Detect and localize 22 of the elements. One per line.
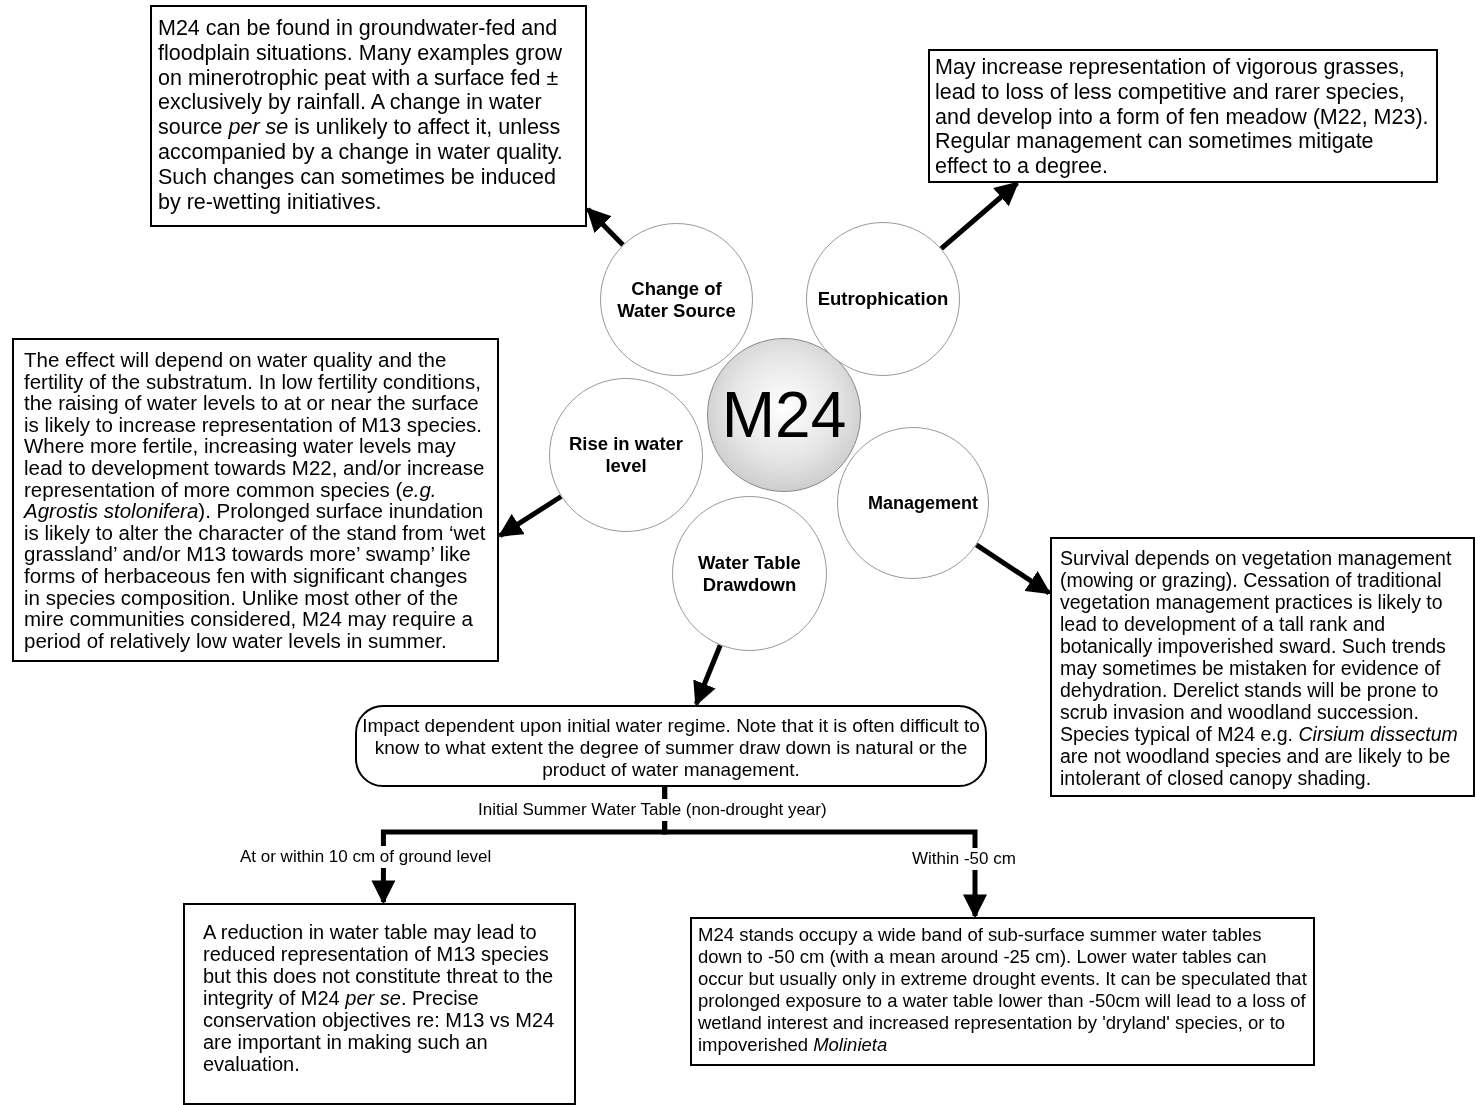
circle-label: Rise in water level	[567, 433, 685, 477]
paragraph: M24 stands occupy a wide band of sub-surface summer water tables down to -50 cm (with a mean around -25 cm). Lower water tables can occur but usually only in extreme drought events. It can be speculated that prolonged exposure to a water table lower than -50cm will lead to a loss of wetland interest and increased representation by 'dryland' species, or to impoverished Molinieta	[698, 924, 1307, 1056]
circle-label: Management	[867, 492, 979, 514]
arrow	[975, 542, 1051, 595]
circle-label: Water Table Drawdown	[697, 551, 802, 596]
arrow	[693, 644, 723, 707]
note-box	[355, 705, 987, 787]
arrow	[586, 207, 625, 247]
arrow	[498, 494, 563, 538]
circle-label: Change of Water Source	[616, 277, 737, 322]
text-box	[150, 5, 587, 227]
paragraph: A reduction in water table may lead to reduced representation of M13 species but this does not constitute threat to the integrity of M24 per se. Precise conservation objectives re: M13 vs M24 are important in making such an evaluation.	[203, 921, 556, 1075]
circle-label: M24	[721, 383, 847, 447]
paragraph: May increase representation of vigorous grasses, lead to loss of less competitive and rarer species, and develop into a form of fen meadow (M22, M23). Regular management can sometimes mitigate effect to a degree.	[935, 55, 1430, 179]
circle-label: Eutrophication	[816, 288, 950, 310]
paragraph: The effect will depend on water quality and the fertility of the substratum. In low fertility conditions, the raising of water levels to at or near the surface is likely to increase representation of M13 species. Where more fertile, increasing water levels may lead to development towards M22, and/or increase representation of more common species (e.g. Agrostis stolonifera). Prolonged surface inundation is likely to alter the character of the stand from ‘wet grassland’ and/or M13 towards more’ swamp’ like forms of herbaceous fen with significant changes in species composition. Unlike most other of the mire communities considered, M24 may require a period of relatively low water levels in summer.	[24, 349, 487, 652]
text-box	[183, 903, 576, 1105]
paragraph: M24 can be found in groundwater-fed and floodplain situations. Many examples grow on minerotrophic peat with a surface fed ± exclusively by rainfall. A change in water source per se is unlikely to affect it, unless accompanied by a change in water quality. Such changes can sometimes be induced by re-wetting initiatives.	[158, 16, 564, 215]
paragraph: Impact dependent upon initial water regime. Note that it is often difficult to know to what extent the degree of summer draw down is natural or the product of water management.	[361, 715, 981, 781]
arrow	[939, 181, 1020, 251]
paragraph: Survival depends on vegetation management (mowing or grazing). Cessation of traditional vegetation management practices is likely to lead to development of a tall rank and botanically impoverished sward. Such trends may sometimes be mistaken for evidence of dehydration. Derelict stands will be prone to scrub invasion and woodland succession. Species typical of M24 e.g. Cirsium dissectum are not woodland species and are likely to be intolerant of closed canopy shading.	[1060, 547, 1459, 789]
arrow	[662, 787, 987, 919]
